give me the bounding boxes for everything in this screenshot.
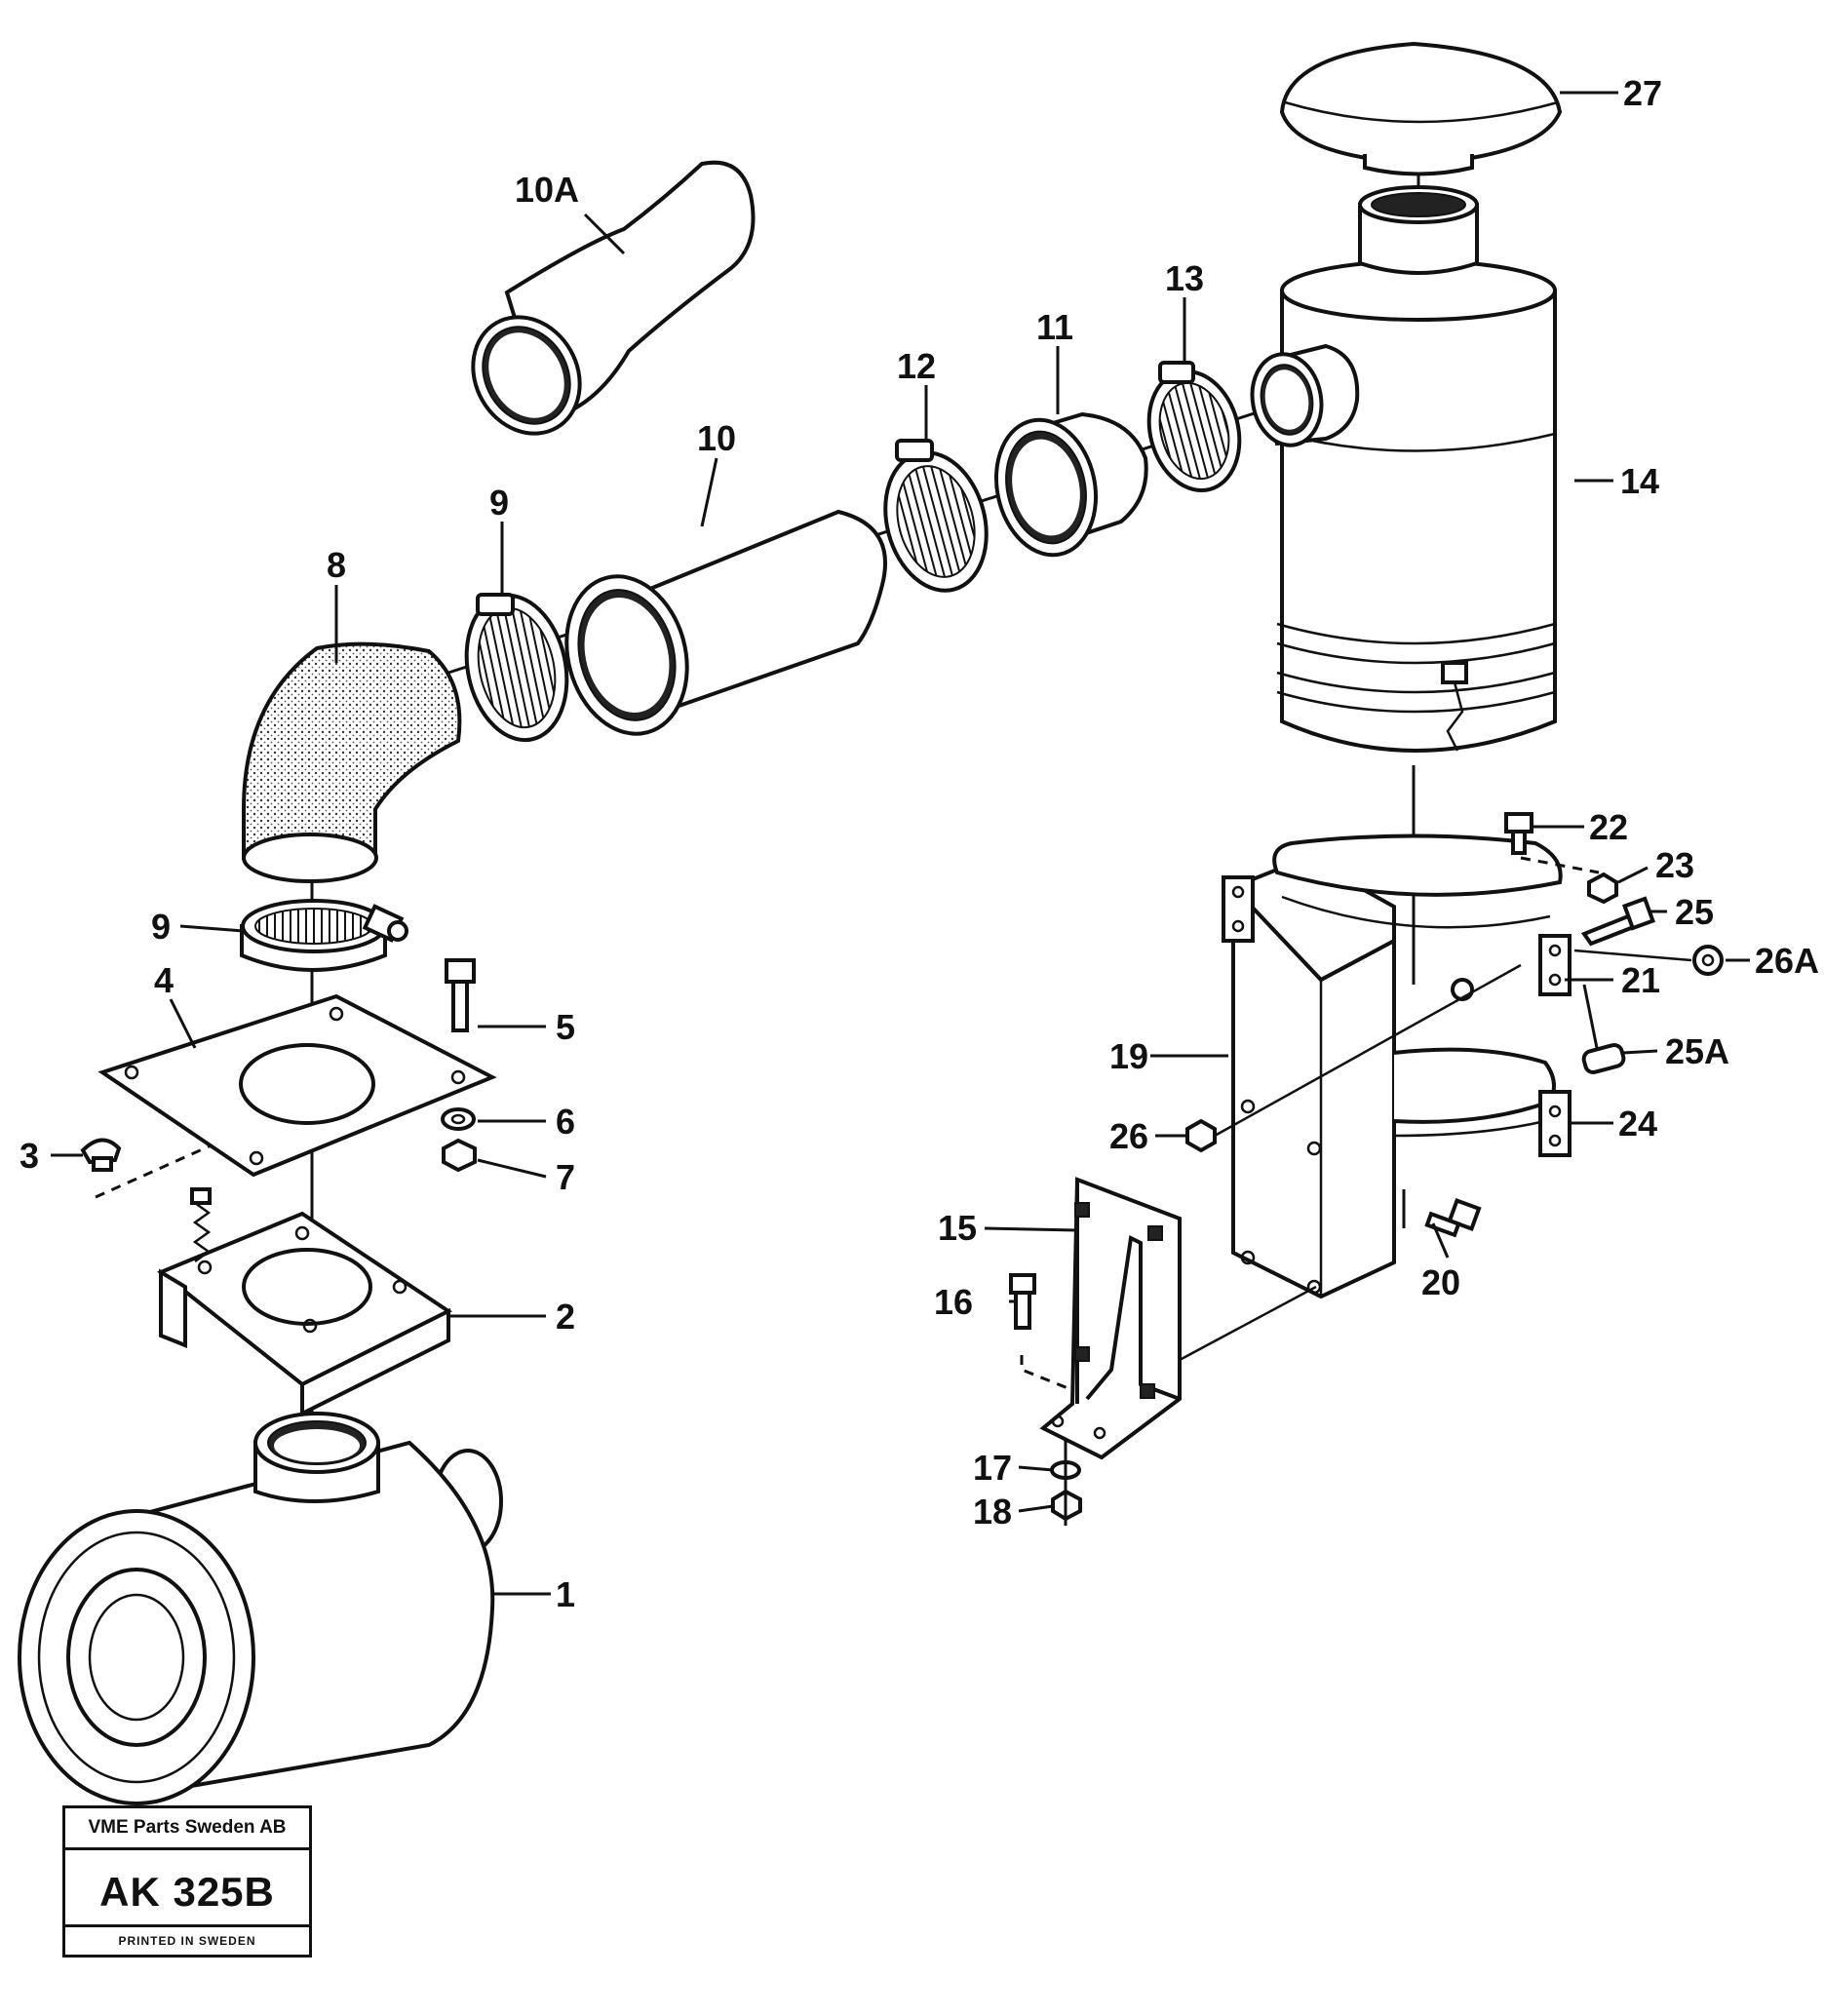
label-25: 25 [1675,892,1714,932]
label-22: 22 [1589,807,1628,847]
bolt-washer-nut [441,958,477,1173]
hose-clamp-lower [240,899,408,972]
label-10: 10 [697,418,736,458]
label-5: 5 [556,1007,575,1047]
label-19: 19 [1109,1036,1148,1076]
clamp-hardware [1185,812,1724,1238]
label-1: 1 [556,1574,575,1614]
angle-bracket [1039,1177,1317,1460]
label-2: 2 [556,1297,575,1337]
air-cleaner-lower [18,1412,503,1805]
label-25a: 25A [1665,1031,1729,1071]
stamp-company: VME Parts Sweden AB [65,1808,309,1850]
label-21: 21 [1621,960,1660,1000]
stamp-footer: PRINTED IN SWEDEN [65,1924,309,1955]
reducer-sleeve [993,411,1148,558]
label-17: 17 [973,1448,1012,1488]
label-3: 3 [19,1136,39,1176]
label-11: 11 [1036,307,1073,347]
label-9-upper: 9 [489,483,509,523]
curved-hose [471,160,756,436]
label-4: 4 [154,960,174,1000]
hose-clamp-upper [464,593,569,743]
label-18: 18 [973,1492,1012,1531]
air-cleaner-canister [1250,185,1557,753]
label-27: 27 [1623,73,1662,113]
label-16: 16 [934,1282,973,1322]
label-13: 13 [1165,258,1204,298]
hose-clamp-12 [883,439,989,593]
gasket-plate [97,993,497,1178]
label-26: 26 [1109,1116,1148,1156]
label-9-lower: 9 [151,907,171,947]
straight-tube [564,509,887,736]
bracket-plate [157,1211,452,1417]
stamp-code: AK 325B [99,1869,275,1915]
precleaner-cap [1279,41,1563,176]
label-15: 15 [938,1208,977,1248]
label-24: 24 [1618,1104,1657,1144]
leader-lines [51,91,1750,1596]
label-8: 8 [327,545,346,585]
band-clamp-24 [1393,1047,1572,1157]
parts-stamp: VME Parts Sweden AB AK 325B PRINTED IN S… [62,1805,312,1958]
label-12: 12 [897,346,936,386]
canister-bracket [1229,855,1396,1299]
label-6: 6 [556,1102,575,1142]
label-7: 7 [556,1157,575,1197]
label-23: 23 [1655,845,1694,885]
label-20: 20 [1421,1262,1460,1302]
label-26a: 26A [1755,941,1819,981]
label-14: 14 [1620,461,1659,501]
part-labels: 1 2 3 4 5 6 7 8 9 9 10 10A 11 12 13 14 1… [19,73,1819,1614]
bolt-washer-nut-16 [1009,1273,1082,1526]
label-10a: 10A [515,170,579,210]
hose-clamp-13 [1146,361,1242,493]
rubber-elbow [242,641,462,883]
